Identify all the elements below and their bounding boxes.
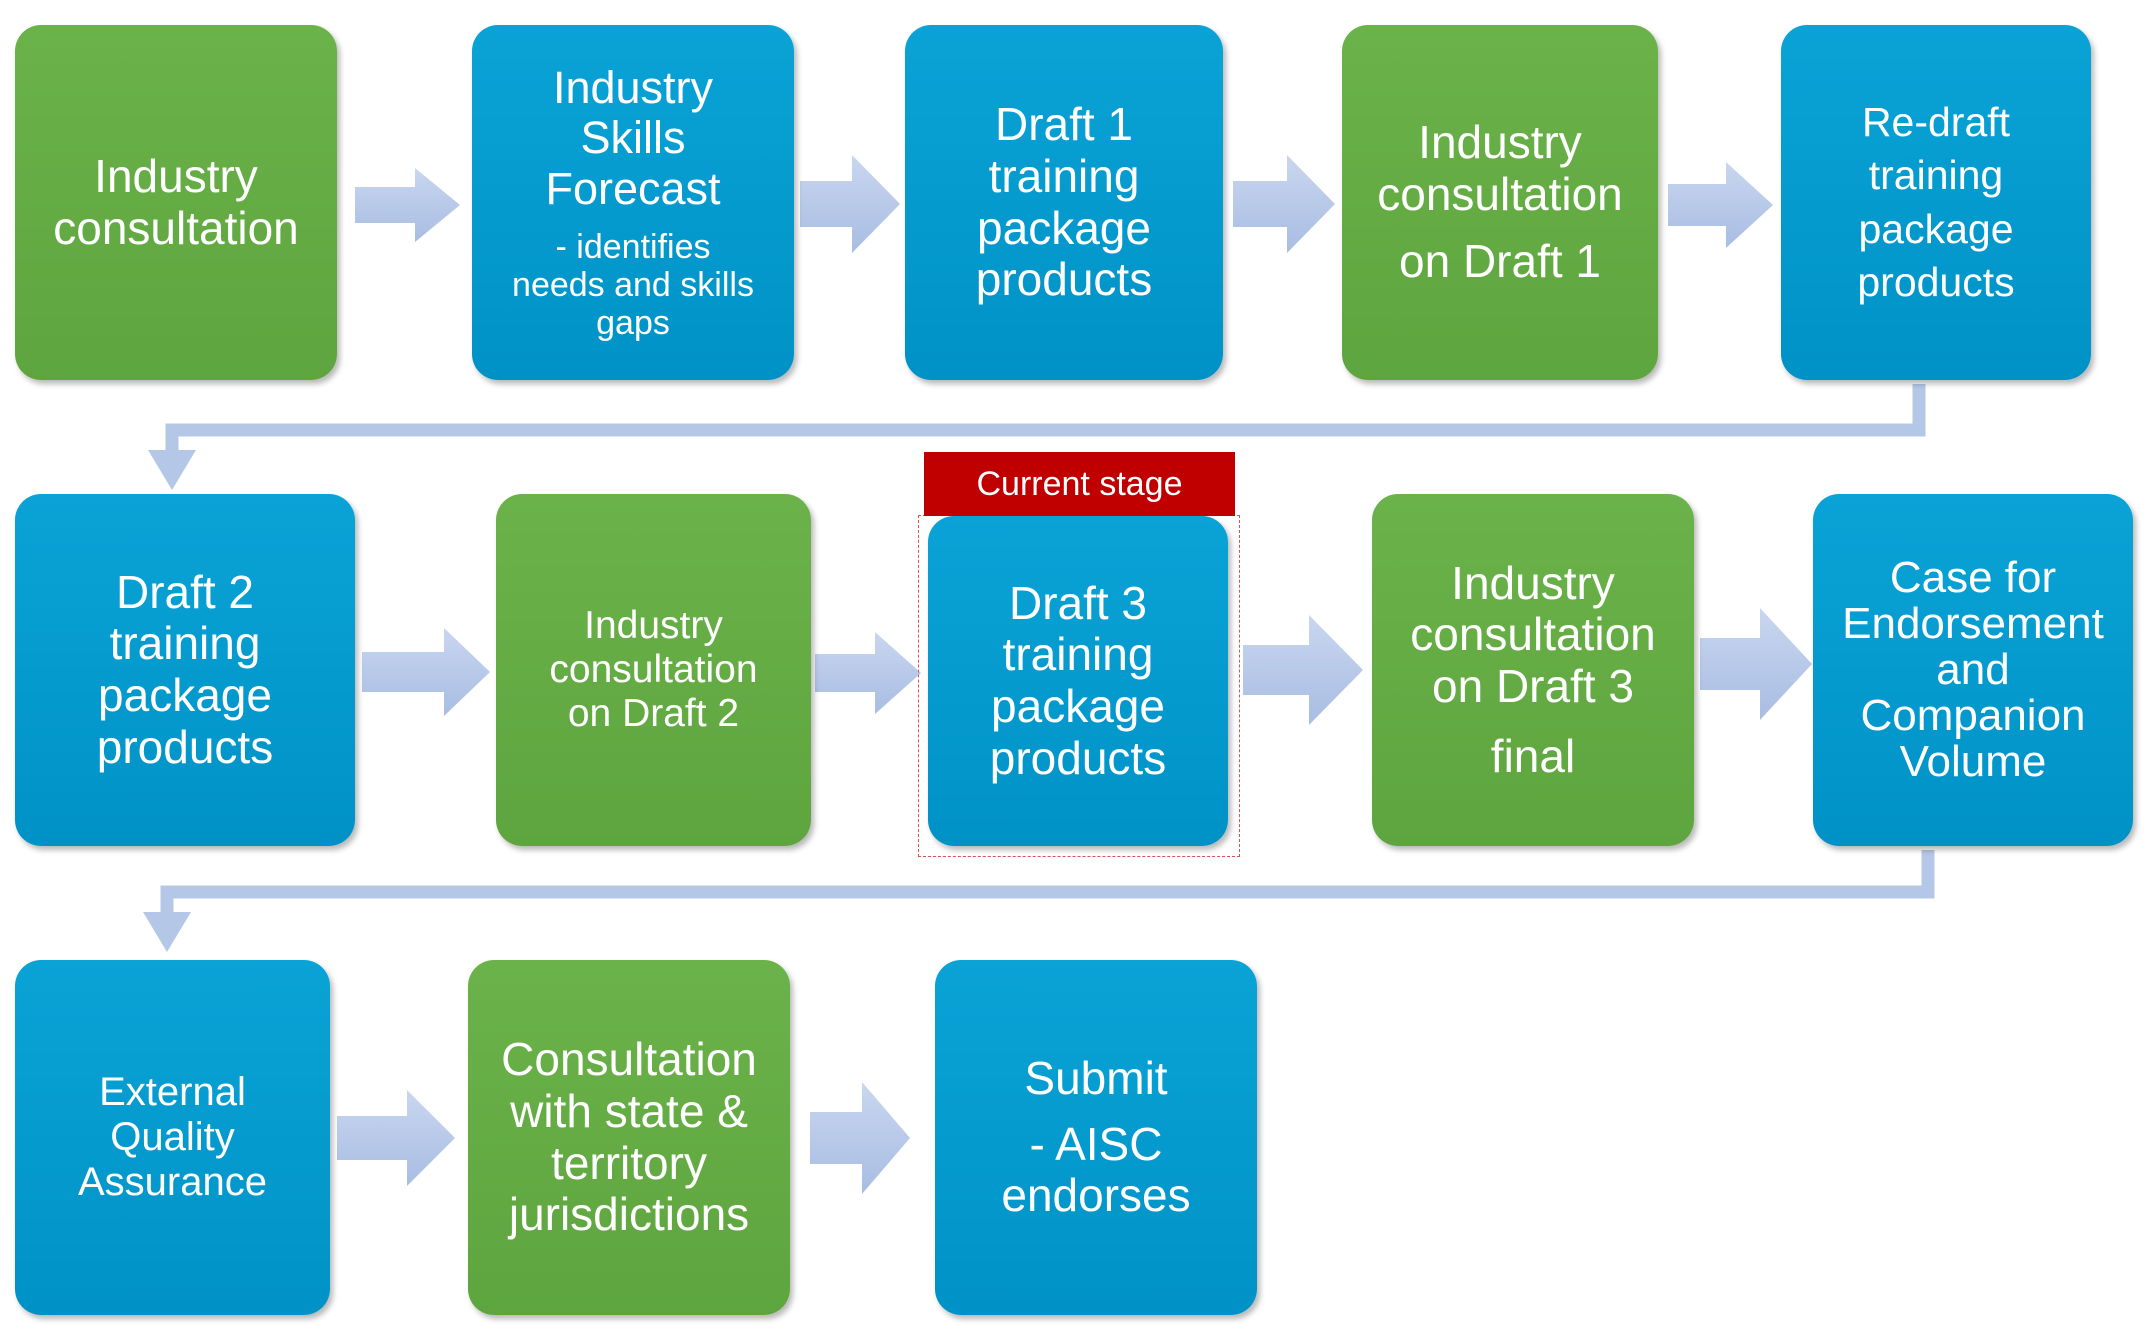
step-industry-skills-forecast: Industry Skills Forecast - identifies ne…	[472, 25, 794, 380]
step-text: consultation	[1377, 167, 1623, 220]
arrow-right-icon	[1700, 608, 1812, 720]
step-text: Quality	[110, 1115, 235, 1160]
step-industry-consultation-draft-2: Industry consultation on Draft 2	[496, 494, 811, 846]
arrow-right-icon	[1668, 162, 1773, 248]
arrow-right-icon	[337, 1090, 455, 1186]
step-text: Industry	[584, 604, 723, 648]
arrow-right-icon	[1233, 155, 1335, 253]
step-text: training	[1868, 152, 2004, 199]
connector-arrowhead-2	[143, 912, 191, 952]
step-text: and	[1936, 644, 2010, 694]
step-text: Case for	[1889, 552, 2057, 602]
arrow-right-icon	[815, 632, 921, 714]
step-text: territory	[551, 1136, 707, 1189]
step-text: final	[1490, 729, 1576, 782]
step-text: Industry	[552, 61, 714, 113]
step-text: Draft 1	[994, 98, 1134, 151]
step-draft-3: Draft 3 training package products	[928, 516, 1228, 846]
step-case-for-endorsement: Case for Endorsement and Companion Volum…	[1813, 494, 2133, 846]
step-text: consultation	[549, 648, 758, 692]
step-text: External	[99, 1070, 246, 1115]
step-industry-consultation-draft-3-final: Industry consultation on Draft 3 final	[1372, 494, 1694, 846]
step-text: package	[1858, 205, 2014, 252]
step-text: endorses	[1001, 1169, 1191, 1222]
step-text: Companion	[1860, 691, 2086, 741]
step-draft-1: Draft 1 training package products	[905, 25, 1223, 380]
connector-row2-row3	[160, 850, 1935, 925]
step-subtext: - identifies	[555, 227, 711, 266]
step-text: Endorsement	[1842, 598, 2104, 648]
step-text: Industry	[1451, 556, 1615, 609]
step-text: training	[988, 149, 1140, 202]
step-text: on Draft 1	[1399, 235, 1601, 288]
step-text: on Draft 3	[1432, 660, 1634, 712]
step-text: training	[1002, 628, 1154, 681]
step-text: Draft 2	[115, 565, 255, 618]
step-text: consultation	[1410, 608, 1656, 661]
connector-row1-row2	[165, 384, 1926, 462]
step-industry-consultation: Industry consultation	[15, 25, 337, 380]
step-text: package	[98, 669, 272, 721]
arrow-right-icon	[810, 1082, 910, 1194]
step-text: package	[977, 201, 1151, 254]
step-text: Volume	[1899, 737, 2047, 787]
step-industry-consultation-draft-1: Industry consultation on Draft 1	[1342, 25, 1658, 380]
step-consultation-state-territory: Consultation with state & territory juri…	[468, 960, 790, 1315]
step-text: products	[1857, 258, 2015, 305]
step-text: Re-draft	[1861, 98, 2011, 145]
step-external-quality-assurance: External Quality Assurance	[15, 960, 330, 1315]
step-text: consultation	[53, 201, 299, 254]
arrow-right-icon	[800, 155, 900, 253]
step-submit-aisc: Submit - AISC endorses	[935, 960, 1257, 1315]
step-text: Assurance	[78, 1159, 267, 1204]
step-text: Consultation	[501, 1033, 757, 1086]
connector-arrowhead-1	[148, 450, 196, 490]
current-stage-label: Current stage	[924, 452, 1235, 516]
step-text: training	[109, 617, 261, 670]
step-text: products	[989, 731, 1167, 784]
step-text: Draft 3	[1008, 576, 1148, 629]
step-draft-2: Draft 2 training package products	[15, 494, 355, 846]
step-text: Skills	[580, 112, 686, 164]
step-text: with state &	[510, 1084, 748, 1137]
arrow-right-icon	[362, 628, 490, 716]
step-text: on Draft 2	[567, 691, 740, 735]
step-subtext: gaps	[596, 304, 670, 343]
step-text: Industry	[1418, 116, 1582, 169]
step-text: Industry	[94, 149, 258, 202]
step-text: jurisdictions	[508, 1188, 750, 1241]
step-re-draft: Re-draft training package products	[1781, 25, 2091, 380]
step-text: Submit	[1024, 1052, 1168, 1105]
arrow-right-icon	[1243, 615, 1363, 725]
step-text: products	[96, 720, 274, 773]
step-subtext: needs and skills	[512, 266, 754, 305]
step-text: products	[975, 253, 1153, 306]
step-text: package	[991, 680, 1165, 732]
arrow-right-icon	[355, 168, 460, 242]
step-text: - AISC	[1029, 1117, 1163, 1170]
step-text: Forecast	[545, 162, 721, 214]
